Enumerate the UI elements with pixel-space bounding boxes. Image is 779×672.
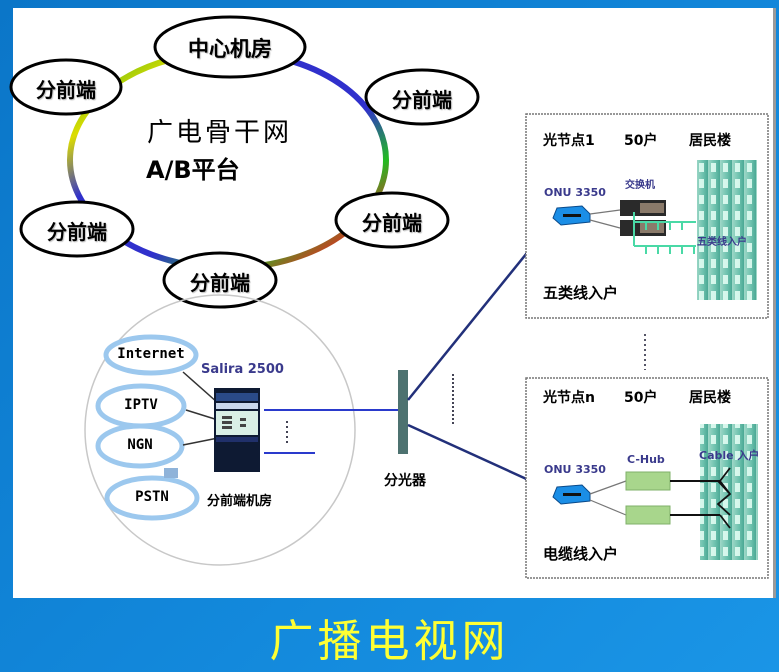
node-label-right-upper: 分前端 [392,88,452,112]
node-oval-left-lower [19,200,135,258]
service-iptv: IPTV [124,397,158,413]
node1-building [697,160,757,300]
service-oval-ngn [95,423,185,469]
node1-building-label: 五类线入户 [697,237,747,248]
service-pstn: PSTN [135,489,169,505]
service-ngn: NGN [127,437,153,453]
noden-title-node: 光节点n [543,390,595,406]
noden-caption: 电缆线入户 [543,545,619,563]
splitter-label: 分光器 [384,473,426,489]
node1-title-building: 居民楼 [689,133,731,149]
node1-onu [552,205,591,226]
node-oval-right-upper [364,68,480,126]
node1-title-node: 光节点1 [543,133,595,149]
noden-building-label: Cable 入户 [699,449,760,462]
noden-onu-label: ONU 3350 [544,463,606,476]
node1-title-households: 50户 [624,133,658,149]
chub-1 [625,471,671,491]
service-oval-internet [103,334,199,376]
node-oval-right-lower [334,191,450,249]
node-label-center: 中心机房 [188,37,272,61]
backbone-title: 广电骨干网 [147,118,293,148]
noden-onu [552,484,591,505]
node1-caption: 五类线入户 [543,284,619,302]
panel-edge [773,8,776,598]
headend-room-label: 分前端机房 [207,494,273,509]
node-label-left-lower: 分前端 [47,220,107,244]
node-oval-bottom [162,251,278,309]
node-label-bottom: 分前端 [190,271,250,295]
backbone-subtitle: A/B平台 [146,156,240,184]
noden-title-building: 居民楼 [689,390,731,406]
node-label-right-lower: 分前端 [362,211,422,235]
node-oval-center [153,15,307,79]
noden-title-households: 50户 [624,390,658,406]
noden-hub-label: C-Hub [627,453,665,466]
node-oval-top-left [9,58,123,116]
salira-device [214,388,260,472]
node-label-top-left: 分前端 [36,78,96,102]
salira-label: Salira 2500 [201,362,284,377]
chub-2 [625,505,671,525]
node1-onu-label: ONU 3350 [544,186,606,199]
splitter [398,370,408,454]
page-title: 广播电视网 [269,616,510,667]
node1-switch-label: 交换机 [625,180,655,191]
service-oval-pstn [104,475,200,521]
service-internet: Internet [117,346,185,362]
headend-circle [84,294,356,566]
